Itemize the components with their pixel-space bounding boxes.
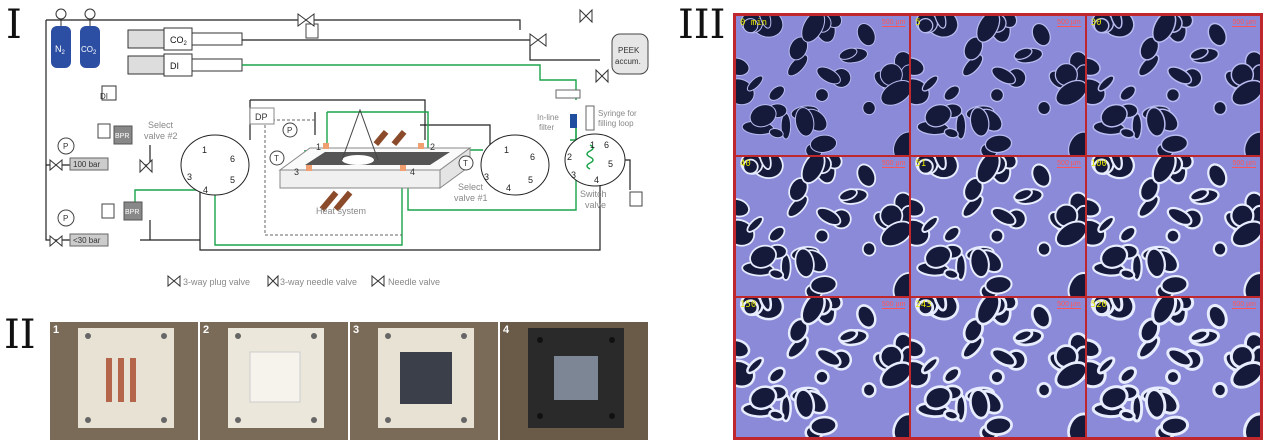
svg-text:filling loop: filling loop: [598, 119, 634, 128]
photo-number: 3: [353, 324, 360, 336]
time-label: 150: [740, 300, 757, 310]
svg-text:BPR: BPR: [115, 133, 129, 140]
svg-text:filter: filter: [539, 123, 554, 132]
scale-bar: 500 µm: [881, 160, 906, 168]
panel-label-ii: II: [4, 312, 36, 358]
svg-text:CO2: CO2: [170, 35, 188, 47]
photo-number: 4: [503, 324, 510, 336]
svg-text:1: 1: [202, 145, 207, 155]
grid-cell: 30 500 µm: [1086, 16, 1260, 155]
svg-text:T: T: [463, 159, 468, 168]
micromodel-cell: 1 2 3 4 Heat system: [278, 108, 472, 216]
di-reservoir-label: DI: [100, 92, 108, 101]
micromodel-grid: 0 min 500 µm 5 500 µm 30 500 µm 40 500 µm 51 500 …: [733, 13, 1263, 440]
svg-text:Needle valve: Needle valve: [388, 277, 440, 287]
panel-label-iii: III: [678, 2, 726, 48]
svg-text:In-line: In-line: [537, 113, 559, 122]
scale-bar: 500 µm: [1232, 19, 1256, 27]
panel-label-i: I: [6, 2, 22, 48]
svg-text:valve: valve: [585, 200, 606, 210]
svg-text:4: 4: [506, 183, 511, 193]
svg-text:Syringe for: Syringe for: [598, 109, 637, 118]
svg-text:3: 3: [484, 172, 489, 182]
svg-text:valve #1: valve #1: [454, 193, 488, 203]
time-label: 5: [915, 18, 921, 28]
scale-bar: 500 µm: [1057, 301, 1081, 309]
svg-text:3-way plug valve: 3-way plug valve: [183, 277, 250, 287]
svg-text:3: 3: [571, 170, 576, 180]
svg-text:6: 6: [530, 152, 535, 162]
time-label: 520: [1090, 300, 1107, 310]
scale-bar: 500 µm: [881, 301, 906, 309]
svg-text:6: 6: [604, 140, 609, 150]
time-label: 100: [1090, 159, 1107, 169]
time-label: 0 min: [740, 18, 768, 28]
grid-cell: 150 500 µm: [736, 298, 910, 437]
svg-text:1: 1: [504, 145, 509, 155]
svg-text:BPR: BPR: [125, 209, 139, 216]
photo-3: 3: [350, 322, 498, 440]
scale-bar: 500 µm: [1232, 301, 1256, 309]
photo-1: 1: [50, 322, 198, 440]
svg-text:3-way needle valve: 3-way needle valve: [280, 277, 357, 287]
grid-cell: 243 500 µm: [911, 298, 1085, 437]
svg-text:1: 1: [316, 142, 321, 152]
photo-number: 1: [53, 324, 60, 336]
co2-syringe-pump: CO2: [127, 27, 243, 51]
time-label: 30: [1090, 18, 1102, 28]
svg-text:2: 2: [430, 142, 435, 152]
svg-text:P: P: [287, 126, 292, 135]
svg-text:N2: N2: [55, 44, 66, 56]
scale-bar: 500 µm: [1232, 160, 1256, 168]
n2-cylinder: N2: [51, 8, 71, 68]
valve-legend: 3-way plug valve 3-way needle valve Need…: [167, 274, 440, 288]
svg-text:4: 4: [594, 175, 599, 185]
svg-text:P: P: [63, 214, 68, 223]
photo-2: 2: [200, 322, 348, 440]
scale-bar: 500 µm: [1057, 19, 1081, 27]
svg-text:5: 5: [608, 159, 613, 169]
svg-text:2: 2: [567, 152, 572, 162]
svg-text:DI: DI: [170, 61, 179, 71]
select-valve-2-label: Select: [148, 120, 174, 130]
co2-cylinder: CO2: [80, 8, 100, 68]
photo-4: 4: [500, 322, 648, 440]
svg-text:3: 3: [294, 167, 299, 177]
grid-cell: 40 500 µm: [736, 157, 910, 296]
svg-text:CO2: CO2: [81, 45, 97, 56]
grid-cell: 0 min 500 µm: [736, 16, 910, 155]
svg-text:4: 4: [410, 167, 415, 177]
di-syringe-pump: DI: [127, 53, 243, 77]
svg-text:valve #2: valve #2: [144, 131, 178, 141]
select-valve-1-label: Select: [458, 182, 484, 192]
bar-30-label: <30 bar: [73, 236, 101, 245]
photo-number: 2: [203, 324, 210, 336]
scale-bar: 500 µm: [1057, 160, 1081, 168]
grid-cell: 5 500 µm: [911, 16, 1085, 155]
svg-text:3: 3: [187, 172, 192, 182]
svg-text:5: 5: [230, 175, 235, 185]
svg-text:accum.: accum.: [615, 57, 641, 66]
svg-text:PEEK: PEEK: [618, 46, 640, 55]
svg-text:5: 5: [528, 175, 533, 185]
svg-text:1: 1: [590, 140, 595, 150]
svg-text:6: 6: [230, 154, 235, 164]
time-label: 40: [740, 159, 751, 169]
scale-bar: 500 µm: [881, 19, 906, 27]
grid-cell: 520 500 µm: [1086, 298, 1260, 437]
cell-photos: 1 2 3 4: [50, 322, 650, 440]
bar-100-label: 100 bar: [73, 160, 100, 169]
svg-text:P: P: [63, 142, 68, 151]
svg-text:T: T: [274, 154, 279, 163]
peek-accumulator: PEEK accum.: [611, 33, 649, 75]
grid-cell: 51 500 µm: [911, 157, 1085, 296]
dp-label: DP: [255, 112, 268, 122]
time-label: 51: [915, 159, 927, 169]
heat-system-label: Heat system: [316, 206, 366, 216]
flow-diagram: N2 CO2 CO2 DI DI: [45, 8, 649, 288]
time-label: 243: [915, 300, 932, 310]
switch-valve-label: Switch: [580, 189, 607, 199]
grid-cell: 100 500 µm: [1086, 157, 1260, 296]
svg-text:4: 4: [203, 185, 208, 195]
